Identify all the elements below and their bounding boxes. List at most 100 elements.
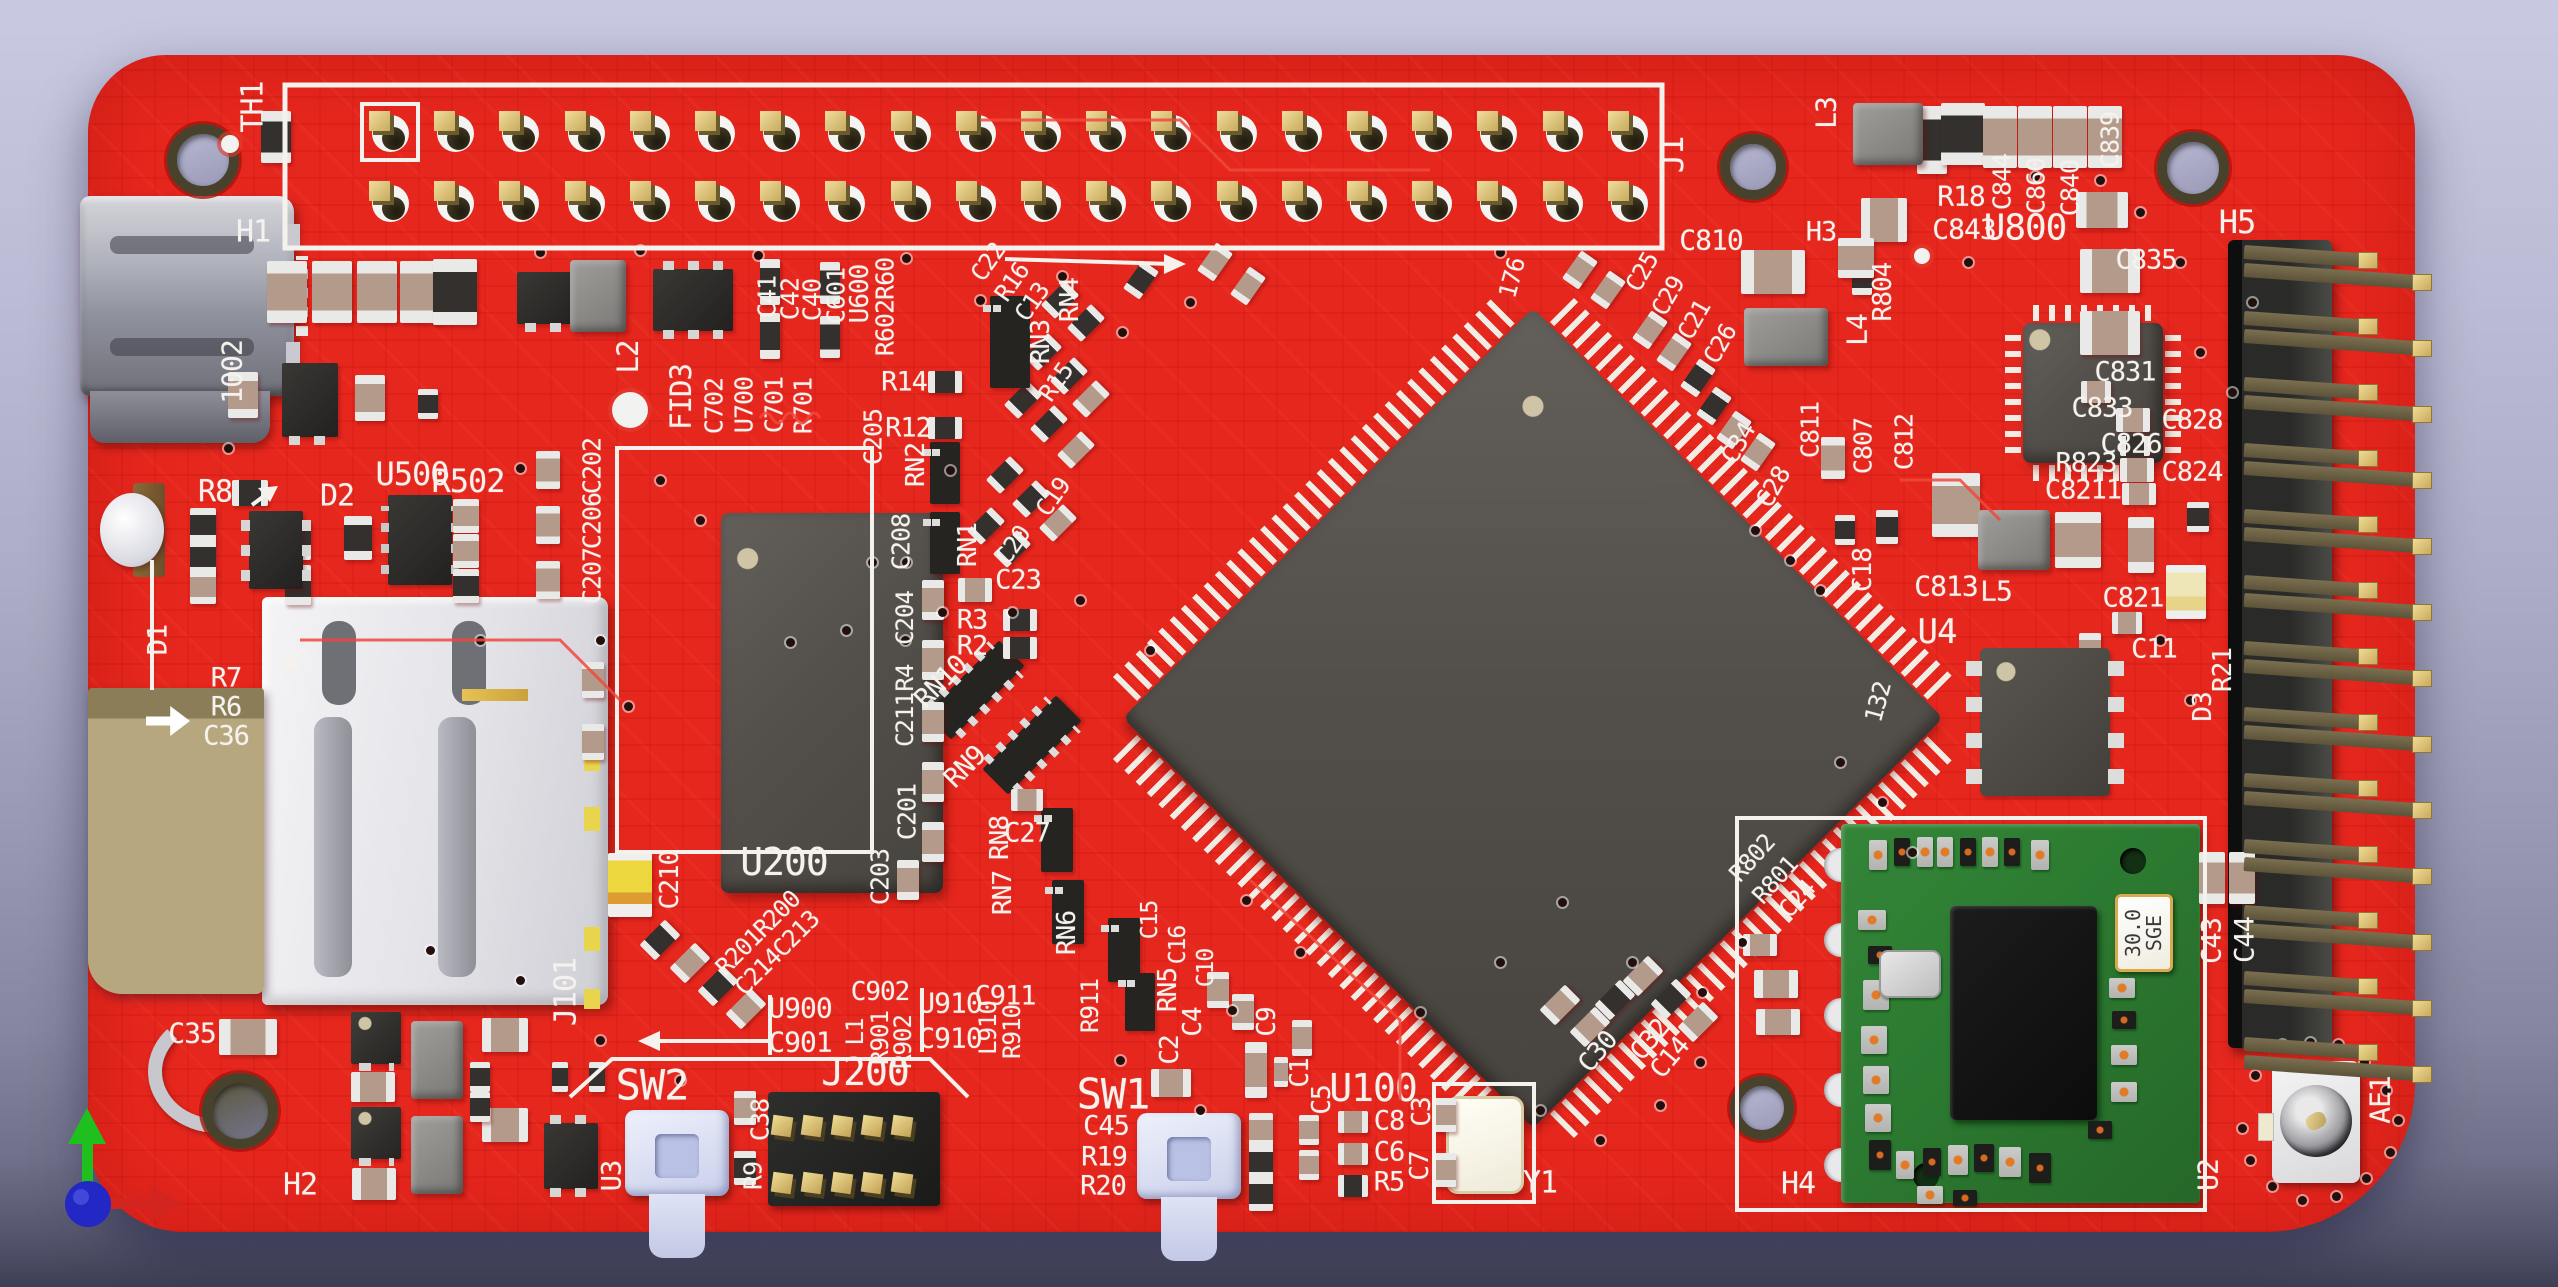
smd-passive	[2122, 483, 2156, 505]
smd-passive	[1249, 1113, 1273, 1147]
silkscreen-label-r823: R823	[2055, 447, 2117, 479]
shell-spring-finger	[314, 717, 352, 977]
rn-leads	[923, 446, 931, 456]
smd-passive	[1835, 515, 1855, 545]
smd-passive	[2018, 106, 2052, 168]
j1-pin	[1412, 181, 1453, 222]
via	[1196, 1106, 1205, 1115]
antenna-connector-ae1[interactable]	[2258, 1061, 2360, 1183]
via	[1908, 848, 1917, 857]
silkscreen-label-u700: U700	[729, 376, 759, 434]
switch-sw2[interactable]	[625, 1110, 729, 1258]
j1-pin	[1607, 181, 1648, 222]
via	[2156, 636, 2165, 645]
silkscreen-label-c840: C840	[2055, 159, 2085, 217]
module-passive	[2111, 1082, 2137, 1102]
j200-pin	[860, 1171, 884, 1195]
smd-passive	[1003, 637, 1037, 659]
via	[2298, 1196, 2307, 1205]
microsd-card[interactable]	[88, 688, 264, 994]
via	[1878, 798, 1887, 807]
switch-sw1[interactable]	[1137, 1113, 1241, 1261]
rf-module-u2: 30.0 SGE	[1841, 824, 2200, 1203]
silkscreen-label-c702: C702	[699, 377, 729, 435]
h5-pin-tip	[2358, 648, 2378, 666]
h5-pin-tip	[2358, 714, 2378, 732]
via	[1076, 596, 1085, 605]
silkscreen-label-u900: U900	[768, 991, 832, 1025]
smd-passive	[344, 516, 372, 560]
smd-passive	[1151, 1069, 1191, 1097]
h5-pin-tip	[2358, 384, 2378, 402]
smd-passive	[958, 578, 992, 602]
silkscreen-label-c8: C8	[1373, 1105, 1406, 1137]
silkscreen-label-c35: C35	[168, 1016, 217, 1050]
j1-pin	[760, 181, 801, 222]
module-passive	[1999, 1147, 2021, 1177]
smd-passive	[1338, 1175, 1368, 1197]
silkscreen-label-c2: C2	[1155, 1035, 1185, 1065]
silkscreen-label-c824: C824	[2161, 456, 2223, 488]
j1-pin	[890, 111, 931, 152]
silkscreen-label-u3: U3	[596, 1160, 628, 1192]
sot-package	[241, 511, 311, 589]
h5-pin-tip	[2358, 780, 2378, 798]
module-passive	[1863, 1066, 1889, 1094]
module-passive	[1869, 840, 1887, 870]
module-crystal-code: SGE	[2142, 914, 2166, 952]
via	[1146, 646, 1155, 655]
via	[224, 444, 233, 453]
resistor-network	[1101, 918, 1140, 982]
sw2-actuator[interactable]	[655, 1134, 699, 1178]
smd-passive	[232, 480, 268, 506]
silkscreen-label-c807: C807	[1848, 417, 1878, 475]
h5-pin-tip	[2412, 1066, 2432, 1084]
silkscreen-label-u4: U4	[1917, 612, 1958, 652]
j1-pin	[369, 181, 409, 222]
j200-pin	[800, 1114, 824, 1138]
axis-origin-highlight	[73, 1189, 89, 1205]
silkscreen-label-y1: Y1	[1522, 1165, 1558, 1201]
via	[696, 516, 705, 525]
j1-pin	[760, 111, 801, 152]
smd-passive	[1434, 1153, 1456, 1187]
silkscreen-label-j1: J1	[1653, 136, 1691, 174]
via	[786, 638, 795, 647]
module-passive	[1953, 1190, 1977, 1206]
silkscreen-label-c18: C18	[1848, 548, 1878, 592]
smd-passive	[897, 860, 919, 900]
via	[1558, 898, 1567, 907]
usb-groove	[110, 338, 254, 356]
silkscreen-label-sw2: SW2	[615, 1060, 690, 1110]
via	[1696, 1058, 1705, 1067]
silkscreen-label-c833: C833	[2071, 392, 2133, 424]
smd-passive	[418, 389, 438, 419]
inductor	[411, 1021, 463, 1099]
silkscreen-label-1002: 1002	[215, 340, 249, 404]
smd-passive	[1249, 1145, 1273, 1179]
silkscreen-label-c202: C202	[577, 437, 607, 495]
silkscreen-label-c16: C16	[1165, 925, 1191, 965]
rn-leads	[1127, 977, 1136, 987]
sot-package	[282, 363, 338, 445]
silkscreen-label-c38: C38	[745, 1098, 775, 1142]
module-passive	[1948, 1145, 1968, 1175]
silkscreen-label-h5: H5	[2218, 203, 2257, 241]
inductor	[1978, 510, 2050, 570]
via	[596, 636, 605, 645]
silkscreen-label-c207: C207	[577, 547, 607, 605]
silkscreen-label-c208: C208	[886, 513, 916, 571]
via	[946, 466, 955, 475]
silkscreen-label-c43: C43	[2196, 918, 2228, 964]
via	[476, 636, 485, 645]
smd-passive	[1011, 789, 1043, 811]
module-passive	[2088, 1121, 2112, 1139]
module-passive	[1974, 1144, 1994, 1172]
smd-passive	[922, 702, 944, 742]
smd-passive	[312, 261, 352, 323]
silkscreen-label-c44: C44	[2229, 917, 2261, 963]
sw1-actuator[interactable]	[1167, 1137, 1211, 1181]
via	[2186, 696, 2195, 705]
via	[2382, 1086, 2391, 1095]
